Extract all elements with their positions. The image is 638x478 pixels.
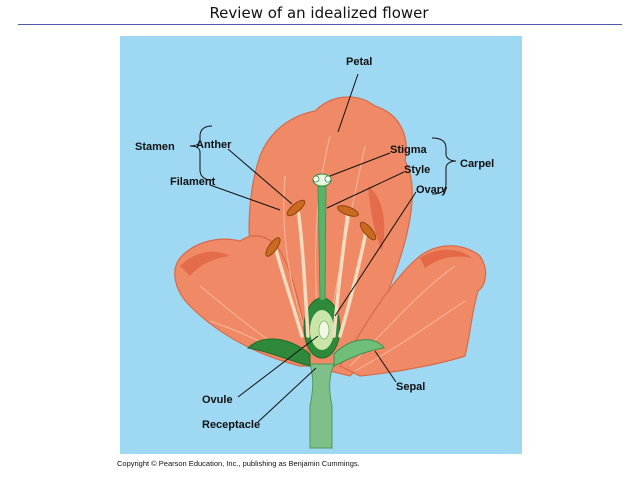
anther-center-left <box>286 199 306 217</box>
leader-receptacle <box>257 367 317 423</box>
anther-center-right <box>337 205 359 217</box>
petal-left-shade <box>180 251 230 276</box>
label-style: Style <box>404 164 430 176</box>
label-sepal: Sepal <box>396 381 425 393</box>
label-ovule: Ovule <box>202 394 233 406</box>
sepal-left <box>246 338 311 367</box>
copyright-notice: Copyright © Pearson Education, Inc., pub… <box>117 459 360 468</box>
petal-left <box>174 235 311 367</box>
label-receptacle: Receptacle <box>202 419 260 431</box>
stigma <box>312 173 332 187</box>
filaments <box>273 208 368 338</box>
label-filament: Filament <box>170 176 216 188</box>
slide-title: Review of an idealized flower <box>209 4 429 22</box>
title-divider <box>18 24 622 25</box>
petal-right-shade <box>420 249 472 268</box>
flower-diagram-svg: Petal Stamen Anther Filament Stigma Styl… <box>120 36 522 454</box>
anther-right <box>359 221 377 241</box>
label-petal: Petal <box>346 56 372 68</box>
label-ovary: Ovary <box>416 184 448 196</box>
anther-left <box>265 237 281 257</box>
flower-diagram: Petal Stamen Anther Filament Stigma Styl… <box>120 36 522 454</box>
label-carpel: Carpel <box>460 158 494 170</box>
filament-right <box>338 230 368 338</box>
leader-ovule <box>237 335 319 398</box>
leader-style <box>326 171 405 209</box>
anthers <box>265 199 377 257</box>
petal-back-shade <box>368 186 385 251</box>
stamen-bracket <box>189 125 213 181</box>
ovule <box>318 320 330 340</box>
label-stamen: Stamen <box>135 141 175 153</box>
sepal-right <box>333 339 385 367</box>
leader-lines <box>209 73 417 423</box>
stem <box>309 363 335 449</box>
style <box>317 185 327 301</box>
carpel-bracket <box>431 137 457 195</box>
filament-center-right <box>332 210 350 338</box>
leader-ovary <box>334 191 417 317</box>
leader-petal <box>337 73 359 133</box>
leader-anther <box>227 148 293 205</box>
filament-center-left <box>296 208 310 338</box>
filament-left <box>273 244 304 338</box>
leader-sepal <box>374 350 397 383</box>
label-anther: Anther <box>196 139 232 151</box>
leader-filament <box>209 184 281 211</box>
label-stigma: Stigma <box>390 144 428 156</box>
leader-stigma <box>329 152 391 177</box>
